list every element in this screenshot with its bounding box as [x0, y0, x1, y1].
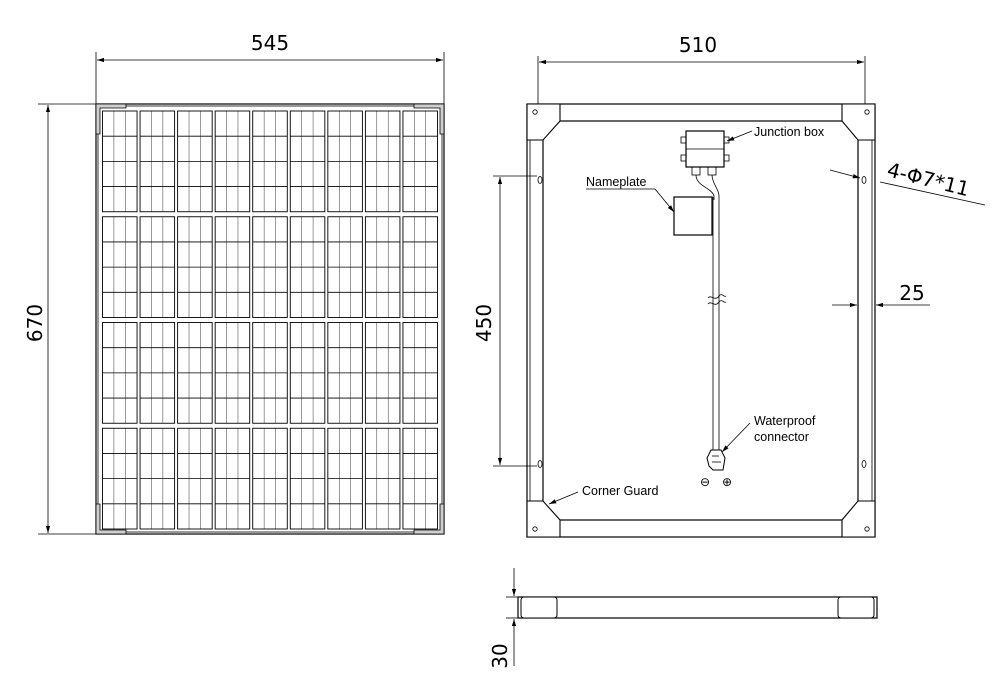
- front-corner-guards: [95, 103, 445, 535]
- negative-terminal-icon: ⊖: [700, 475, 710, 489]
- holes-label: 4-Φ7*11: [885, 158, 972, 202]
- front-height-label: 670: [23, 304, 47, 342]
- side-view: 30: [488, 568, 878, 669]
- front-frame-inner: [97, 105, 443, 533]
- cable: [707, 197, 727, 450]
- nameplate-label: Nameplate: [586, 175, 646, 189]
- waterproof-label-line2: connector: [754, 430, 809, 444]
- mount-spacing-label: 450: [472, 304, 496, 342]
- junction-box-label: Junction box: [754, 125, 825, 139]
- frame-width-label: 25: [899, 281, 924, 305]
- back-frame-outer: [526, 103, 876, 538]
- front-width-label: 545: [251, 31, 289, 55]
- nameplate-box: [673, 196, 713, 236]
- front-frame-outer: [95, 103, 445, 535]
- junction-box: [680, 130, 730, 200]
- thickness-label: 30: [488, 643, 512, 668]
- side-frame: [517, 596, 878, 619]
- back-frame-inner: [542, 120, 859, 521]
- positive-terminal-icon: ⊕: [722, 475, 732, 489]
- waterproof-label-line1: Waterproof: [754, 414, 816, 428]
- front-view: 545 670: [23, 31, 445, 535]
- back-view: 510 450 25 4-Φ7*11 Junction bo: [472, 33, 986, 538]
- back-width-label: 510: [679, 33, 717, 57]
- waterproof-connector: [706, 449, 726, 471]
- corner-guard-label: Corner Guard: [582, 484, 658, 498]
- back-corner-guards: [526, 103, 876, 538]
- cell-grid: [102, 110, 438, 530]
- mounting-holes: [537, 176, 867, 468]
